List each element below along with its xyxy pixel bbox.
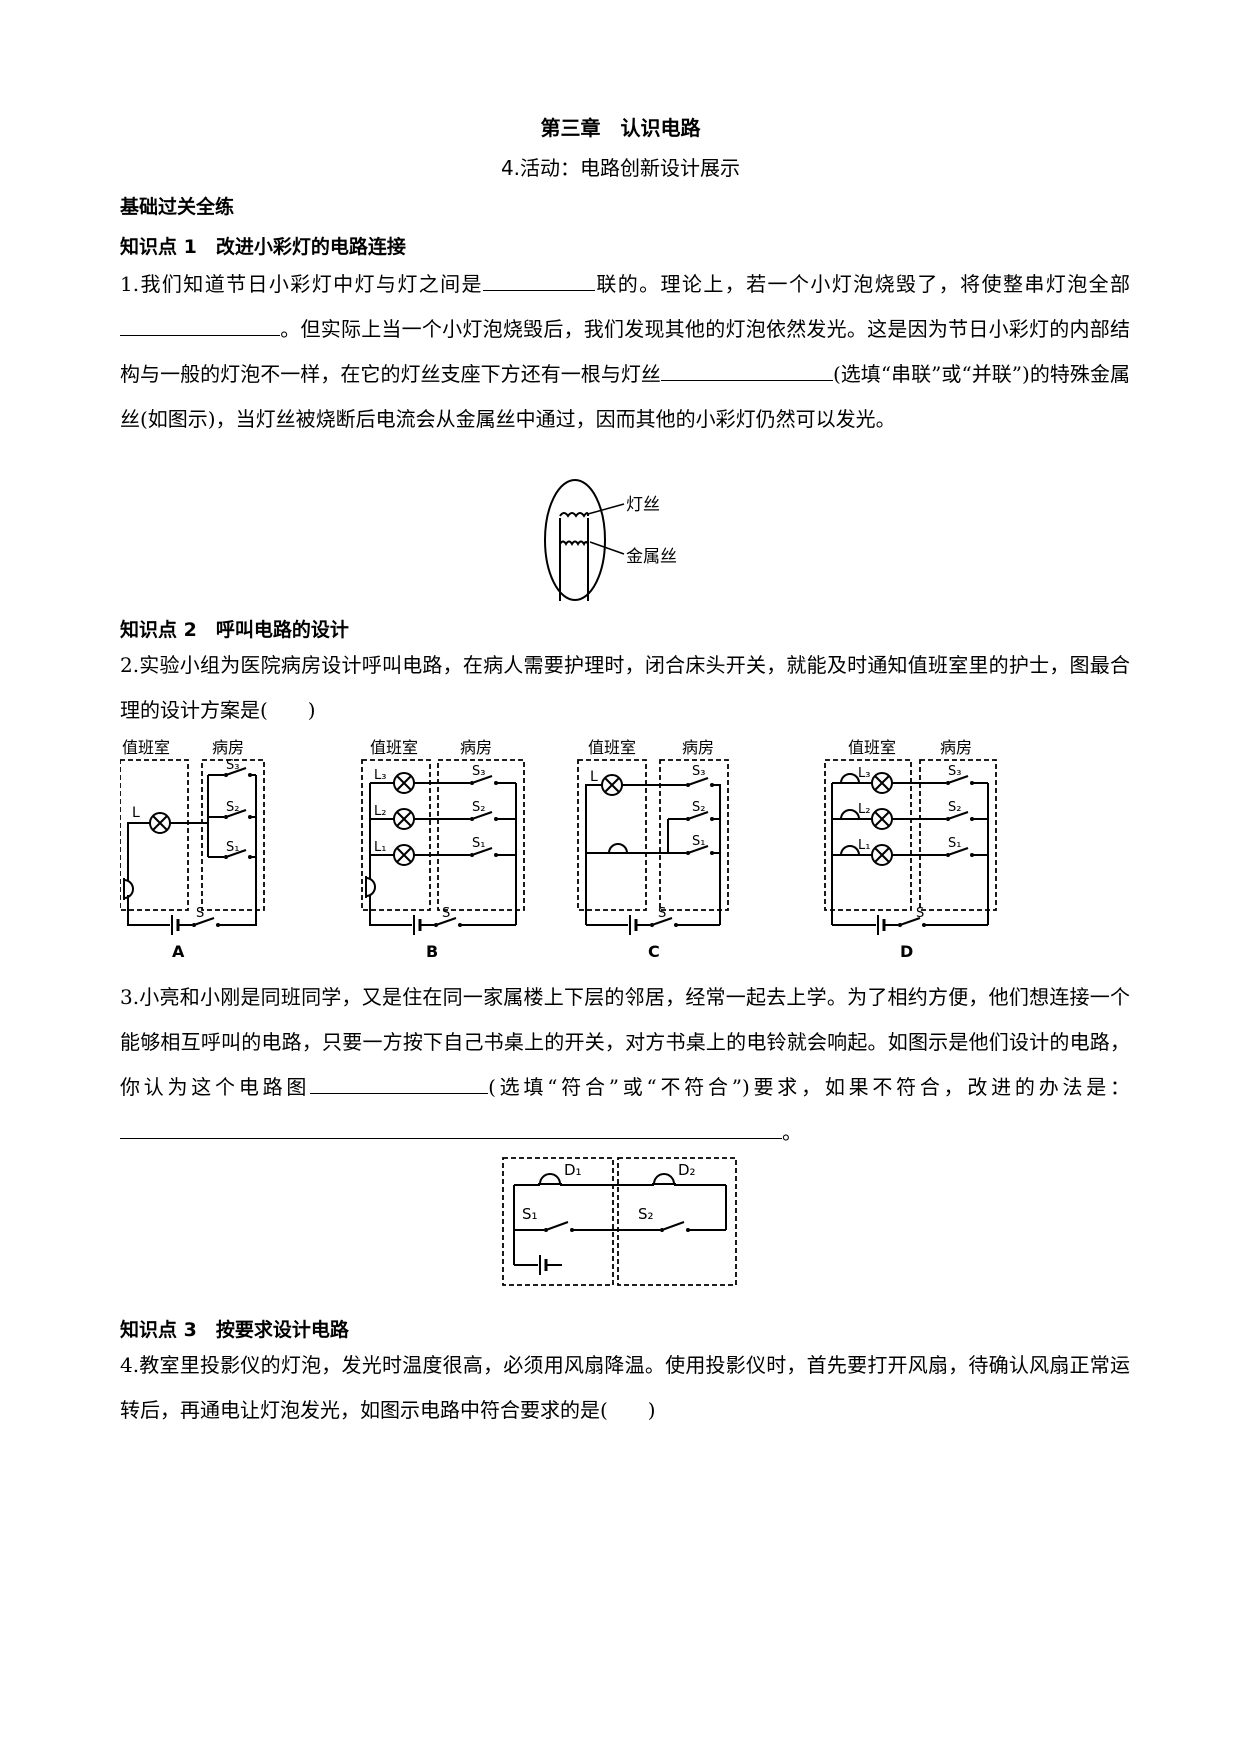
q1-blank-3[interactable] [660, 358, 833, 381]
option-d-label: D [900, 942, 913, 961]
a-s-main: S [196, 906, 204, 921]
b-l1: L₁ [374, 840, 386, 855]
q3-blank-2[interactable] [120, 1116, 782, 1139]
q1-text-1: 1.我们知道节日小彩灯中灯与灯之间是 [120, 272, 483, 296]
q1-text-2: 联的。理论上，若一个小灯泡烧毁了，将使整串灯泡全部 [594, 272, 1131, 296]
q1-blank-1[interactable] [482, 268, 595, 291]
b-l2: L₂ [374, 804, 386, 819]
d-room-duty: 值班室 [848, 738, 896, 757]
section-kp3: 知识点 3 按要求设计电路 [120, 1319, 349, 1341]
question-1: 1.我们知道节日小彩灯中灯与灯之间是 联的。理论上，若一个小灯泡烧毁了，将使整串灯… [120, 262, 1130, 442]
bell-d2-icon [651, 1173, 677, 1185]
q3-text-2: (选填“符合”或“不符合”)要求，如果不符合，改进的办法是： [488, 1075, 1130, 1099]
d-l1: L₁ [858, 838, 870, 853]
b-room-duty: 值班室 [370, 738, 418, 757]
b-s1: S₁ [472, 836, 485, 851]
call-circuit-options: 值班室 病房 L S₃ S₂ S₁ S A 值班室 病房 L₃ L₂ L₁ [120, 738, 997, 961]
question-2: 2.实验小组为医院病房设计呼叫电路，在病人需要护理时，闭合床头开关，就能及时通知… [120, 653, 1130, 722]
c-room-duty: 值班室 [588, 738, 636, 757]
bulb-figure: 灯丝 金属丝 [544, 479, 677, 601]
switch-s1-icon [543, 1221, 575, 1233]
b-s3: S₃ [472, 764, 485, 779]
switch-s2-icon [659, 1221, 691, 1233]
d-l3: L₃ [858, 766, 870, 781]
metal-wire-label: 金属丝 [626, 547, 677, 567]
mutual-call-circuit: D₁ D₂ S₁ S₂ [502, 1157, 737, 1286]
a-s2: S₂ [226, 800, 239, 815]
chapter-title: 第三章 认识电路 [540, 116, 701, 140]
section-kp2: 知识点 2 呼叫电路的设计 [120, 619, 349, 641]
filament-label: 灯丝 [626, 495, 660, 515]
circuit-option-d[interactable]: 值班室 病房 L₃ L₂ L₁ S₃ S₂ S₁ S D [824, 738, 997, 961]
d-l2: L₂ [858, 802, 870, 817]
metal-wire-coil [559, 540, 589, 547]
lesson-title: 4.活动：电路创新设计展示 [500, 156, 741, 180]
c-s3: S₃ [692, 764, 705, 779]
a-room-duty: 值班室 [122, 738, 170, 757]
c-s2: S₂ [692, 800, 705, 815]
b-l3: L₃ [374, 768, 386, 783]
c-lamp-label: L [590, 769, 598, 785]
q3-text-3: 。 [782, 1120, 802, 1144]
b-s-main: S [442, 906, 450, 921]
c-room-ward: 病房 [682, 738, 714, 757]
q1-text-3: 。但实际上当一个小灯泡烧毁后，我们发现其他的灯泡依然发光。这是因为节日小彩灯的内… [120, 317, 1130, 386]
filament-coil [559, 512, 589, 518]
circuit-option-c[interactable]: 值班室 病房 L S₃ S₂ S₁ S C [577, 738, 729, 961]
bell-d2-label: D₂ [678, 1161, 696, 1179]
c-s1: S₁ [692, 834, 705, 849]
circuit-option-a[interactable]: 值班室 病房 L S₃ S₂ S₁ S A [120, 738, 265, 961]
q1-text-4: (选填“串联”或“并联”)的特殊金属丝(如图示)，当灯丝被烧断后电流会从金属丝中… [120, 362, 1130, 431]
q1-blank-2[interactable] [120, 313, 280, 336]
circuit-option-b[interactable]: 值班室 病房 L₃ L₂ L₁ S₃ S₂ S₁ S B [361, 738, 525, 961]
option-b-label: B [426, 942, 438, 961]
d-s3: S₃ [948, 764, 961, 779]
section-basic: 基础过关全练 [120, 196, 235, 218]
option-a-label: A [172, 942, 185, 961]
c-s-main: S [658, 906, 666, 921]
switch-s1-label: S₁ [522, 1205, 538, 1223]
b-room-ward: 病房 [460, 738, 492, 757]
bell-d1-icon [537, 1173, 563, 1185]
d-s-main: S [916, 906, 924, 921]
b-s2: S₂ [472, 800, 485, 815]
a-s1: S₁ [226, 840, 239, 855]
switch-s2-label: S₂ [638, 1205, 654, 1223]
d-s1: S₁ [948, 836, 961, 851]
option-c-label: C [648, 942, 660, 961]
bell-d1-label: D₁ [564, 1161, 582, 1179]
q3-text-1: 3.小亮和小刚是同班同学，又是住在同一家属楼上下层的邻居，经常一起去上学。为了相… [120, 985, 1130, 1099]
a-room-ward: 病房 [212, 738, 244, 757]
section-kp1: 知识点 1 改进小彩灯的电路连接 [120, 236, 406, 258]
d-room-ward: 病房 [940, 738, 972, 757]
question-4: 4.教室里投影仪的灯泡，发光时温度很高，必须用风扇降温。使用投影仪时，首先要打开… [120, 1353, 1130, 1422]
d-s2: S₂ [948, 800, 961, 815]
q3-blank-1[interactable] [310, 1071, 489, 1094]
a-s3: S₃ [226, 758, 239, 773]
a-lamp-label: L [132, 805, 140, 821]
question-3: 3.小亮和小刚是同班同学，又是住在同一家属楼上下层的邻居，经常一起去上学。为了相… [120, 975, 1130, 1155]
